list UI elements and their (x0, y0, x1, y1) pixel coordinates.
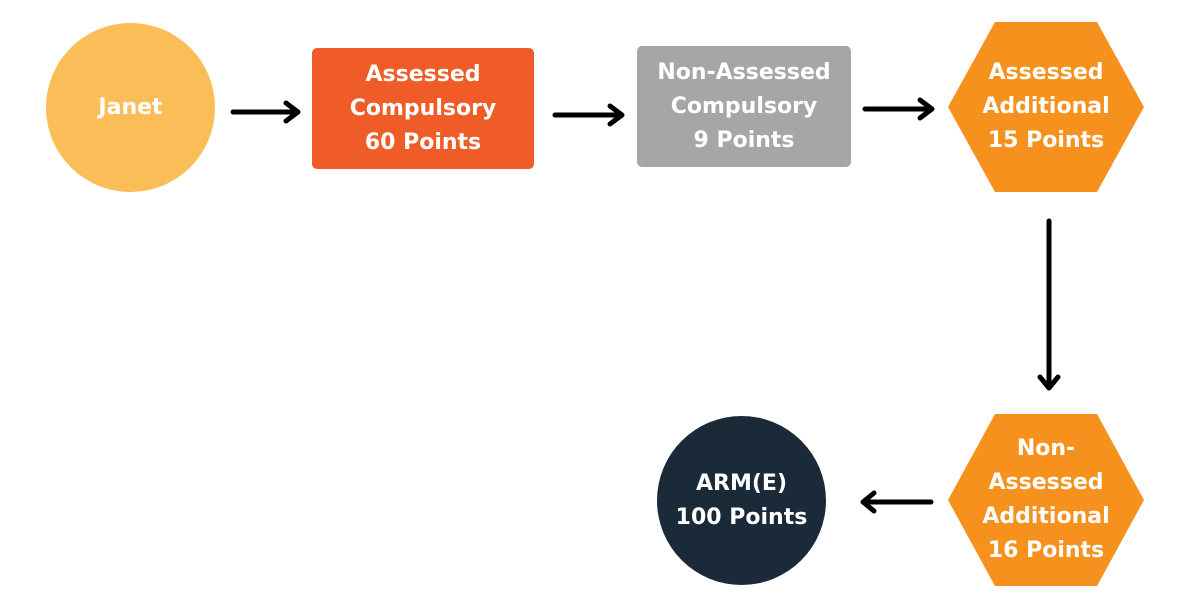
hexagon-shape (948, 22, 1144, 192)
start-node-janet: Janet (46, 23, 215, 192)
arrow-left (860, 490, 934, 514)
hexagon-shape (948, 414, 1144, 586)
node-label-line: 100 Points (675, 504, 808, 530)
node-label-line: 15 Points (987, 128, 1105, 153)
node-label-line: 60 Points (364, 129, 482, 155)
node-assessed-additional: Assessed Additional 15 Points (948, 22, 1144, 192)
node-label-line: Assessed (988, 60, 1104, 85)
node-label-line: 16 Points (987, 538, 1105, 563)
arrow-right-1 (230, 100, 301, 124)
arrow-down (1037, 218, 1061, 391)
node-non-assessed-additional: Non- Assessed Additional 16 Points (948, 414, 1144, 586)
node-label-line: Non-Assessed (657, 59, 831, 85)
node-label-line: 9 Points (693, 127, 795, 153)
node-non-assessed-compulsory: Non-Assessed Compulsory 9 Points (637, 46, 851, 167)
node-label-line: ARM(E) (696, 470, 787, 496)
node-label-line: Non- (1016, 436, 1076, 461)
node-label-line: Additional (982, 504, 1110, 529)
node-label-line: Additional (982, 94, 1110, 119)
arrow-right-2 (552, 103, 625, 127)
node-assessed-compulsory: Assessed Compulsory 60 Points (312, 48, 534, 169)
node-label: Assessed Additional 15 Points (948, 22, 1144, 192)
node-label-line: Compulsory (349, 95, 497, 121)
node-label: Non- Assessed Additional 16 Points (948, 414, 1144, 586)
arrow-right-3 (862, 97, 935, 121)
node-label-line: Janet (98, 94, 163, 120)
node-label-line: Assessed (988, 470, 1104, 495)
node-label-line: Assessed (365, 61, 481, 87)
end-node-arm-e: ARM(E) 100 Points (657, 416, 826, 585)
node-label-line: Compulsory (670, 93, 818, 119)
